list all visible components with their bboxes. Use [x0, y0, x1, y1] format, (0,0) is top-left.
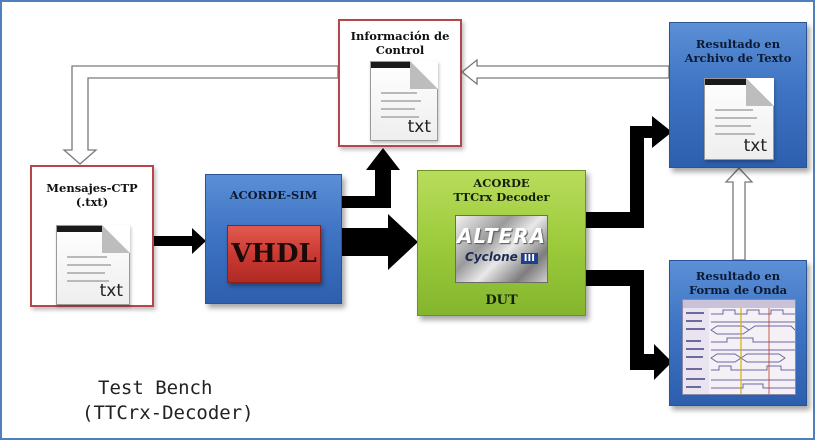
- resultado-onda-node: Resultado en Forma de Onda: [669, 260, 807, 406]
- test-bench-line2: (TTCrx-Decoder): [82, 402, 254, 424]
- vhdl-block: VHDL: [227, 225, 321, 283]
- decoder-title: ACORDE TTCrx Decoder: [453, 176, 550, 204]
- informacion-control-node: Información de Control txt: [338, 19, 462, 147]
- resultado-texto-title: Resultado en Archivo de Texto: [684, 37, 792, 65]
- arrow-sim-to-info: [342, 148, 400, 208]
- arrow-decoder-to-onda: [586, 270, 672, 380]
- acorde-sim-node: ACORDE-SIM VHDL: [205, 174, 342, 304]
- chip-brand-label: ALTERA: [456, 224, 547, 248]
- informacion-control-title: Información de Control: [350, 29, 450, 57]
- arrow-mensajes-to-sim: [154, 228, 206, 254]
- resultado-texto-node: Resultado en Archivo de Texto txt: [669, 22, 807, 168]
- mensajes-ctp-title: Mensajes-CTP (.txt): [46, 181, 138, 209]
- mensajes-ctp-node: Mensajes-CTP (.txt) txt: [30, 165, 154, 307]
- document-icon: txt: [704, 78, 774, 160]
- arrow-resultado-to-info: [460, 58, 670, 86]
- file-extension-label: txt: [99, 281, 123, 301]
- arrow-sim-to-decoder: [342, 214, 418, 270]
- resultado-onda-title: Resultado en Forma de Onda: [688, 269, 788, 297]
- file-extension-label: txt: [743, 136, 767, 156]
- file-extension-label: txt: [407, 117, 431, 137]
- document-icon: txt: [370, 61, 438, 141]
- vhdl-label: VHDL: [231, 239, 317, 269]
- chip-model-suffix: III: [520, 253, 538, 264]
- arrow-decoder-to-texto: [586, 116, 672, 228]
- test-bench-label: Test Bench (TTCrx-Decoder): [82, 376, 254, 426]
- chip-model-name: Cyclone: [465, 250, 518, 264]
- test-bench-line1: Test Bench: [98, 377, 213, 399]
- dut-label: DUT: [485, 293, 518, 308]
- arrow-info-to-mensajes: [62, 65, 339, 165]
- arrow-onda-to-texto: [724, 167, 754, 261]
- document-icon: txt: [56, 225, 130, 305]
- waveform-image: [682, 299, 796, 395]
- acorde-sim-title: ACORDE-SIM: [229, 188, 318, 202]
